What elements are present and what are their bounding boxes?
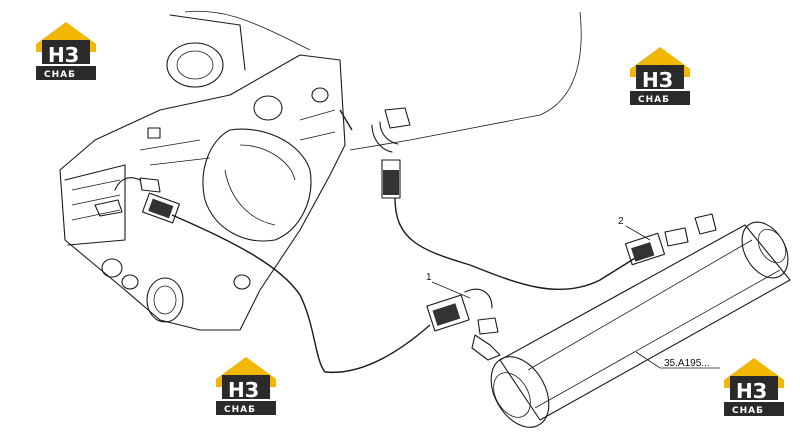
upper-elbow-fitting <box>371 107 411 199</box>
logo-subtext: СНАБ <box>224 405 256 415</box>
housing-curve <box>349 11 582 151</box>
logo-text: НЗ <box>48 43 79 67</box>
hose-short <box>339 109 353 131</box>
hose-1-fitting <box>426 288 501 361</box>
hose-2-fitting <box>624 213 717 266</box>
watermark-logo: НЗ СНАБ <box>36 22 96 80</box>
left-hose-fitting <box>94 177 181 224</box>
logo-subtext: СНАБ <box>638 95 670 105</box>
gearbox-assembly <box>59 14 346 331</box>
reference-label: 35.A195... <box>664 358 710 369</box>
leader-ref <box>635 351 720 369</box>
hose-1-line <box>171 214 431 374</box>
callout-2: 2 <box>618 216 624 227</box>
logo-text: НЗ <box>642 68 673 92</box>
housing-outline <box>184 10 311 51</box>
watermark-logo: НЗ СНАБ <box>630 47 690 105</box>
leader-2 <box>625 225 651 241</box>
logo-text: НЗ <box>228 378 259 402</box>
oil-cooler <box>490 221 791 428</box>
callout-1: 1 <box>426 272 432 283</box>
hose-2-line <box>394 197 641 291</box>
watermark-logo: НЗ СНАБ <box>216 357 276 415</box>
watermark-logo: НЗ СНАБ <box>724 358 784 416</box>
logo-subtext: СНАБ <box>44 70 76 80</box>
logo-text: НЗ <box>736 379 767 403</box>
leader-1 <box>431 281 471 299</box>
logo-subtext: СНАБ <box>732 406 764 416</box>
